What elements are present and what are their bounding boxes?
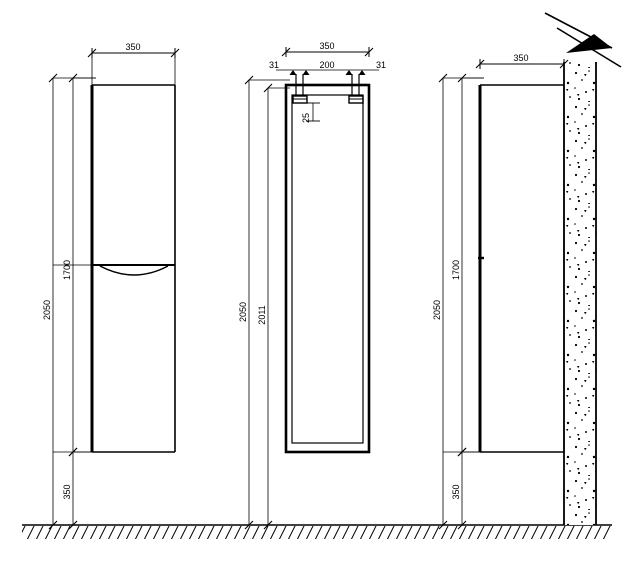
ground-line [22, 524, 612, 539]
dim-label-350-right: 350 [451, 484, 461, 499]
dim-label-2050-right: 2050 [432, 300, 442, 320]
side-view-left: 350 2050 1700 350 [42, 42, 180, 530]
dim-height-overall-middle: 2050 [238, 75, 254, 530]
dim-bracket-row-middle: 31 200 31 [269, 60, 386, 71]
side-view-right: 350 2050 1700 350 [432, 12, 622, 530]
extension-lines-middle [248, 79, 290, 525]
dim-label-31-right: 31 [376, 60, 386, 70]
cabinet-body-left [90, 84, 176, 453]
dim-label-2011: 2011 [257, 305, 267, 324]
mounting-bracket-left [289, 70, 310, 104]
dim-label-width-right: 350 [513, 53, 528, 63]
dim-label-2050-left: 2050 [42, 300, 52, 320]
cabinet-body-middle [284, 83, 371, 454]
dim-height-body-right: 1700 [451, 73, 467, 457]
dim-label-1700-right: 1700 [451, 260, 461, 280]
extension-lines-right [442, 77, 484, 525]
dim-label-200: 200 [319, 60, 334, 70]
dim-label-350-left: 350 [62, 484, 72, 499]
dim-label-1700-left: 1700 [62, 260, 72, 280]
dim-label-width-left: 350 [125, 42, 140, 52]
dim-floor-gap-right: 350 [451, 447, 467, 530]
dim-width-middle: 350 [281, 41, 374, 57]
mounting-bracket-right [345, 70, 366, 104]
dim-width-right: 350 [475, 53, 569, 69]
dim-floor-gap-left: 350 [62, 447, 78, 530]
dim-label-width-middle: 350 [319, 41, 334, 51]
cabinet-body-right [478, 84, 565, 453]
dim-width-left: 350 [87, 42, 180, 85]
dim-height-body-middle: 2011 [257, 83, 273, 530]
dim-height-overall-right: 2050 [432, 73, 448, 530]
dim-label-25: 25 [301, 113, 311, 123]
wall-section [563, 62, 597, 525]
door-handle-recess-left [92, 264, 175, 276]
section-break-arrow-icon [544, 12, 622, 68]
dim-height-overall-left: 2050 [42, 73, 58, 530]
extension-lines-left [52, 77, 96, 525]
dim-label-31-left: 31 [269, 60, 279, 70]
dim-bracket-depth-middle: 25 [301, 102, 320, 123]
front-view-middle: 350 31 200 31 25 2050 [238, 41, 386, 530]
dim-label-2050-middle: 2050 [238, 302, 248, 322]
